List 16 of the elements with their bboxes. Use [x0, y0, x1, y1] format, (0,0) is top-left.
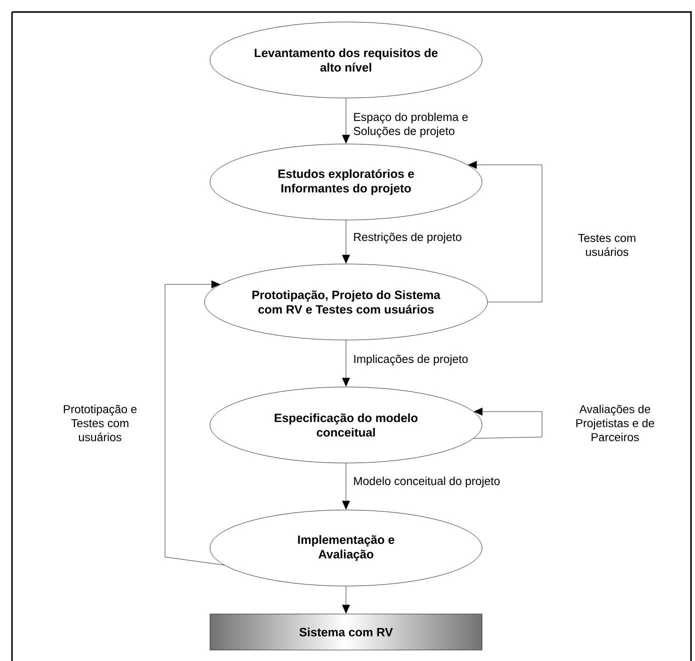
- edge-label: Avaliações de Projetistas e de Parceiros: [576, 404, 654, 442]
- arrow: [473, 408, 542, 439]
- arrow: [342, 98, 350, 144]
- arrow: [468, 160, 542, 302]
- edge-label: Restrições de projeto: [354, 232, 462, 244]
- arrow: [342, 463, 350, 510]
- arrow: [164, 280, 224, 566]
- arrow: [342, 220, 350, 264]
- edge-label: Espaço do problema e Soluções de projeto: [354, 112, 468, 138]
- edge-label: Prototipação e Testes com usuários: [64, 404, 137, 442]
- result-bar: Sistema com RV: [210, 614, 482, 650]
- arrow: [342, 586, 350, 614]
- edge-label: Modelo conceitual do projeto: [354, 476, 500, 488]
- arrow: [342, 340, 350, 386]
- edge-label: Testes com usuários: [578, 234, 636, 256]
- edge-label: Implicações de projeto: [354, 354, 468, 366]
